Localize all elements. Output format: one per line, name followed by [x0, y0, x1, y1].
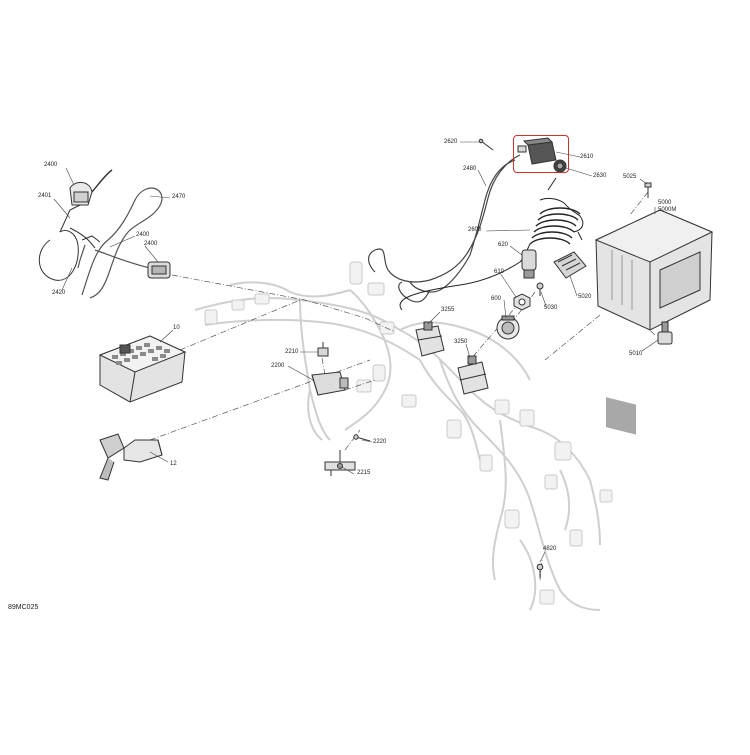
- part-3255-connector: [415, 321, 445, 357]
- part-2620-pin: [478, 138, 494, 151]
- part-12-connector: [99, 433, 163, 481]
- harness-connectors: [204, 261, 613, 605]
- part-10-module: [98, 335, 187, 403]
- part-2220-screw: [353, 434, 371, 442]
- leader-lines: [149, 191, 656, 581]
- callout-lines: [53, 141, 659, 563]
- part-2480-cable: [368, 154, 521, 303]
- callout-2480[interactable]: 2480: [463, 166, 477, 172]
- callout-5010[interactable]: 5010: [629, 351, 643, 357]
- callout-2420[interactable]: 2420: [52, 290, 66, 296]
- part-2210-fastener: [317, 342, 329, 357]
- callout-2401[interactable]: 2401: [38, 193, 52, 199]
- callout-10[interactable]: 10: [173, 325, 180, 331]
- callout-3255[interactable]: 3255: [441, 307, 455, 313]
- callout-2600[interactable]: 2600: [468, 227, 482, 233]
- part-5025-screw: [644, 182, 652, 198]
- callout-2400-c[interactable]: 2400: [144, 241, 158, 247]
- callout-12[interactable]: 12: [170, 461, 177, 467]
- part-2215-bracket: [324, 450, 356, 476]
- part-620-sensor: [521, 249, 537, 279]
- callout-620[interactable]: 620: [498, 242, 509, 248]
- callout-3250[interactable]: 3250: [454, 339, 468, 345]
- callout-5000m[interactable]: 5000M: [658, 207, 677, 213]
- part-2630-cap: [553, 159, 567, 173]
- part-2600-coil-cord: [399, 177, 584, 311]
- callout-2220[interactable]: 2220: [373, 439, 387, 445]
- callout-5020[interactable]: 5020: [578, 294, 592, 300]
- main-harness: [194, 281, 601, 611]
- callout-2400-b[interactable]: 2400: [136, 232, 150, 238]
- part-610-nut: [513, 293, 531, 311]
- callout-600[interactable]: 600: [491, 296, 502, 302]
- part-4820-clip: [536, 563, 544, 578]
- part-5020-regulator: [553, 251, 587, 279]
- part-2470-cable: [77, 187, 163, 299]
- part-2610-switch: [517, 137, 557, 165]
- part-5010-plug: [657, 321, 673, 345]
- highlight-box: [513, 135, 569, 173]
- callout-2630[interactable]: 2630: [593, 173, 607, 179]
- diagram-code: 89MC025: [8, 604, 39, 611]
- part-2200-sensor: [311, 371, 349, 396]
- part-600-gauge: [496, 315, 520, 340]
- callout-5000[interactable]: 5000: [658, 200, 672, 206]
- callout-2200[interactable]: 2200: [271, 363, 285, 369]
- part-2400-antenna: [38, 169, 113, 281]
- callout-5025[interactable]: 5025: [623, 174, 637, 180]
- part-5030-fastener: [536, 282, 544, 296]
- callout-2470[interactable]: 2470: [172, 194, 186, 200]
- callout-4820[interactable]: 4820: [543, 546, 557, 552]
- part-2400-connector: [147, 261, 171, 279]
- callout-2215[interactable]: 2215: [357, 470, 371, 476]
- callout-2210[interactable]: 2210: [285, 349, 299, 355]
- callout-2620[interactable]: 2620: [444, 139, 458, 145]
- callout-610[interactable]: 610: [494, 269, 505, 275]
- part-3250-connector: [457, 355, 489, 395]
- callout-2610[interactable]: 2610: [580, 154, 594, 160]
- part-5000-ecm: [594, 209, 714, 435]
- callout-2400[interactable]: 2400: [44, 162, 58, 168]
- callout-5030[interactable]: 5030: [544, 305, 558, 311]
